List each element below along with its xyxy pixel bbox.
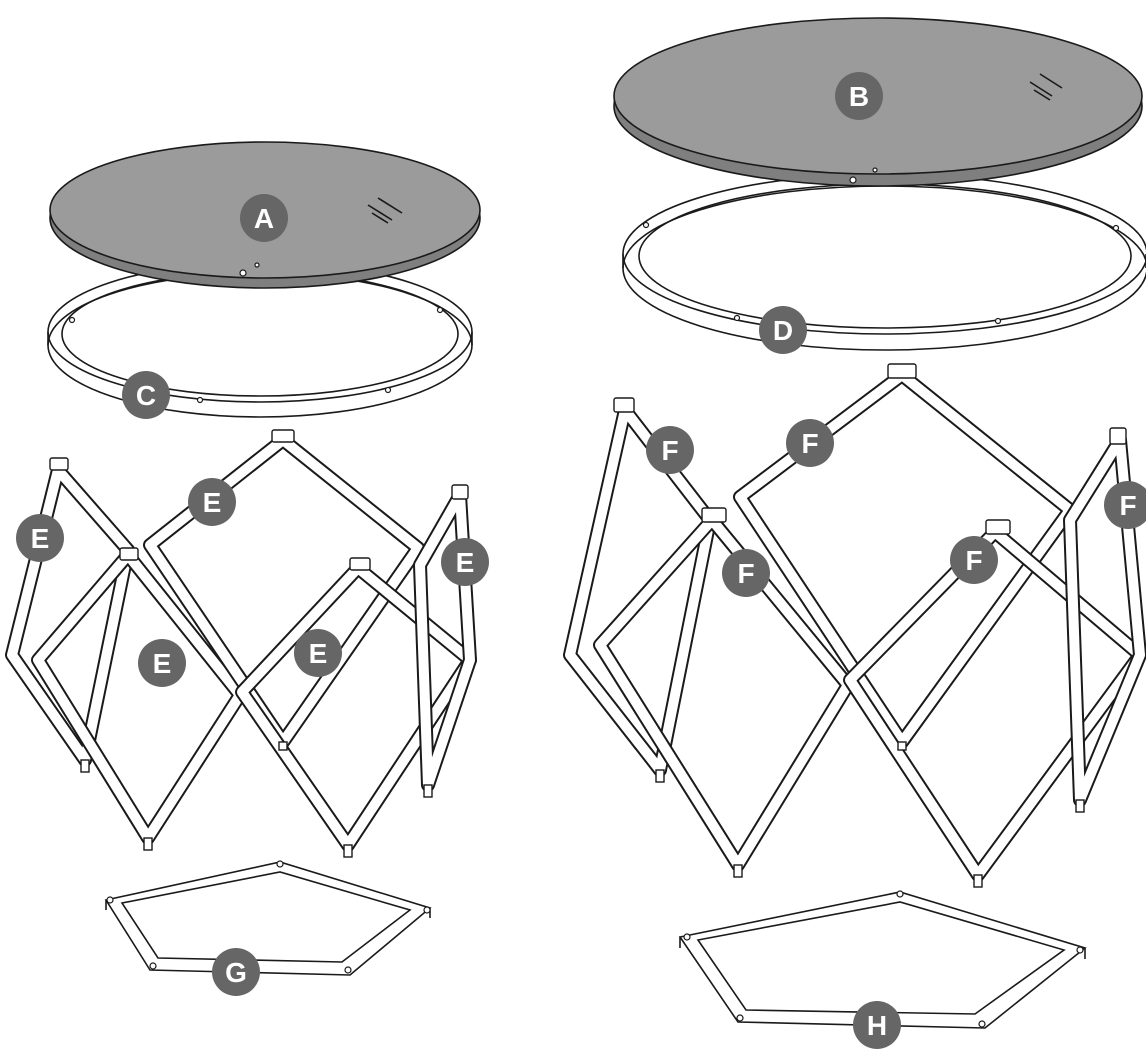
badge-a: A (240, 194, 288, 242)
badge-d-label: D (773, 315, 793, 346)
badge-f-3: F (1104, 481, 1146, 529)
base-h (678, 890, 1087, 1029)
frame-e-center-right (235, 561, 477, 852)
frame-f-center-right (843, 525, 1146, 882)
badge-f-1-label: F (661, 435, 678, 466)
badge-e-5-label: E (309, 638, 328, 669)
badge-h: H (853, 1001, 901, 1049)
badge-e-3: E (441, 538, 489, 586)
frame-e-legs (5, 429, 477, 858)
badge-f-3-label: F (1119, 490, 1136, 521)
badge-e-1: E (16, 514, 64, 562)
badge-b: B (835, 72, 883, 120)
badge-e-2-label: E (203, 487, 222, 518)
badge-c-label: C (136, 380, 156, 411)
badge-f-2-label: F (801, 428, 818, 459)
badge-e-5: E (294, 629, 342, 677)
badge-f-4: F (722, 549, 770, 597)
badge-e-4: E (138, 639, 186, 687)
badge-e-1-label: E (31, 523, 50, 554)
badge-d: D (759, 306, 807, 354)
badge-f-4-label: F (737, 558, 754, 589)
badge-g: G (212, 948, 260, 996)
frame-e-center-left (31, 548, 247, 845)
badge-e-2: E (188, 478, 236, 526)
badge-f-5: F (950, 536, 998, 584)
badge-c: C (122, 371, 170, 419)
badge-b-label: B (849, 81, 869, 112)
base-g (104, 860, 432, 976)
badge-f-2: F (786, 419, 834, 467)
badge-h-label: H (867, 1010, 887, 1041)
badge-e-3-label: E (456, 547, 475, 578)
badge-f-5-label: F (965, 545, 982, 576)
ring-d (622, 173, 1146, 351)
badge-g-label: G (225, 957, 247, 988)
badge-a-label: A (254, 203, 274, 234)
badge-e-4-label: E (153, 648, 172, 679)
badge-f-1: F (646, 426, 694, 474)
